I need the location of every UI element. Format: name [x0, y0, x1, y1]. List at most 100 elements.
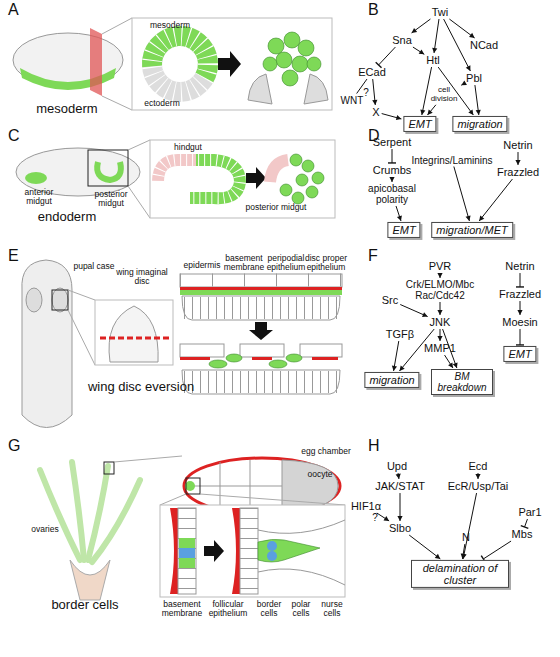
part-label: posterior midgut — [86, 190, 136, 208]
edge-label: ? — [372, 512, 378, 523]
gene-label: Ecd — [469, 460, 488, 472]
node-text: JNK — [430, 316, 451, 328]
cell — [269, 360, 287, 368]
node-text: ECad — [358, 66, 386, 78]
zoom-box — [186, 478, 200, 494]
connector-line — [422, 67, 432, 115]
panel-title: wing disc eversion — [76, 380, 206, 394]
connector-line — [413, 47, 424, 54]
cell-borders — [184, 297, 338, 319]
connector — [397, 493, 402, 521]
peripodial-cells — [209, 354, 302, 368]
connector-line — [483, 541, 511, 559]
gene-label: MMP1 — [424, 342, 456, 354]
part-label: nurse cells — [318, 600, 346, 618]
node-text: HIF1α — [351, 500, 381, 512]
gene-label: ECad — [358, 66, 386, 78]
part-label: hindgut — [168, 143, 208, 152]
connector-line — [400, 305, 427, 317]
epidermis — [180, 344, 224, 357]
node-text: MMP1 — [424, 342, 456, 354]
inset-frame — [150, 140, 335, 218]
connector-line — [479, 179, 512, 221]
connector-line — [454, 167, 470, 221]
node-text: WNT — [341, 95, 364, 106]
connector — [427, 105, 435, 115]
gene-label: Crumbs — [373, 164, 412, 176]
panel-title: mesoderm — [22, 102, 112, 116]
anterior-midgut — [25, 172, 47, 184]
gene-label: Netrin — [503, 139, 532, 151]
process-box: EMT — [387, 222, 420, 238]
edge-label: ? — [363, 87, 369, 98]
gene-label: JAK/STAT — [375, 480, 425, 492]
connector — [396, 206, 402, 221]
arrow-head — [392, 366, 397, 371]
cell — [209, 360, 227, 368]
polar-cell — [179, 548, 195, 558]
gene-label: Sna — [392, 34, 412, 46]
gene-label: Htl — [426, 54, 439, 66]
border-cell — [179, 538, 195, 548]
zoom-line — [114, 456, 182, 462]
node-text: Sna — [392, 34, 412, 46]
midgut-cells — [280, 154, 324, 204]
connector-line — [478, 473, 479, 479]
basement-membrane — [180, 287, 342, 290]
node-text: Upd — [387, 460, 407, 472]
part-label: oocyte — [300, 470, 340, 479]
connector-line — [396, 206, 401, 221]
arrow-head — [435, 554, 441, 559]
connector-line — [394, 341, 399, 371]
cell-border — [258, 520, 345, 533]
node-text: Pbl — [466, 72, 482, 84]
connector — [437, 302, 442, 315]
part-label: disc proper epithelium — [304, 254, 348, 272]
panel-letter: E — [8, 248, 28, 265]
connector — [413, 47, 424, 54]
panel-letter: A — [8, 2, 28, 19]
arrow-head — [372, 100, 377, 105]
connector — [437, 273, 442, 278]
basement-membrane — [252, 357, 272, 360]
process-box: migration/MET — [431, 222, 513, 238]
node-text: Twi — [432, 6, 449, 18]
node-text: X — [372, 106, 379, 118]
cell — [282, 70, 298, 86]
part-label: basement membrane — [160, 600, 204, 618]
node-text: Frazzled — [499, 288, 541, 300]
gene-label: Integrins/Laminins — [411, 155, 492, 166]
arrow — [218, 51, 241, 77]
connector-line — [392, 177, 393, 182]
cell — [302, 160, 314, 172]
connector-line — [463, 493, 476, 559]
node-text: EMT — [408, 118, 431, 130]
connector-line — [434, 19, 439, 53]
basement-membrane — [312, 357, 338, 360]
inhibition-bar — [388, 162, 396, 163]
connector — [517, 301, 522, 315]
gene-label: Frazzled — [499, 288, 541, 300]
part-label: ectoderm — [142, 99, 182, 108]
zoom-line — [128, 186, 150, 218]
cell-borders — [152, 36, 208, 92]
gene-label: Par1 — [518, 506, 541, 518]
cell — [284, 32, 300, 48]
connector — [516, 329, 524, 345]
connector — [521, 519, 529, 528]
connector — [515, 152, 520, 165]
node-text: Ecd — [469, 460, 488, 472]
node-text: PVR — [429, 260, 452, 272]
connector — [412, 19, 431, 33]
arrow-head — [396, 474, 401, 479]
connector-line — [373, 79, 376, 105]
connector-line — [518, 152, 519, 165]
gene-label: PVR — [429, 260, 452, 272]
panel-letter: H — [368, 438, 388, 455]
cell — [226, 354, 242, 362]
cell-borders — [180, 274, 342, 287]
gene-label: Slbo — [389, 522, 411, 534]
node-text: migration/MET — [436, 224, 508, 236]
cell — [280, 184, 292, 196]
